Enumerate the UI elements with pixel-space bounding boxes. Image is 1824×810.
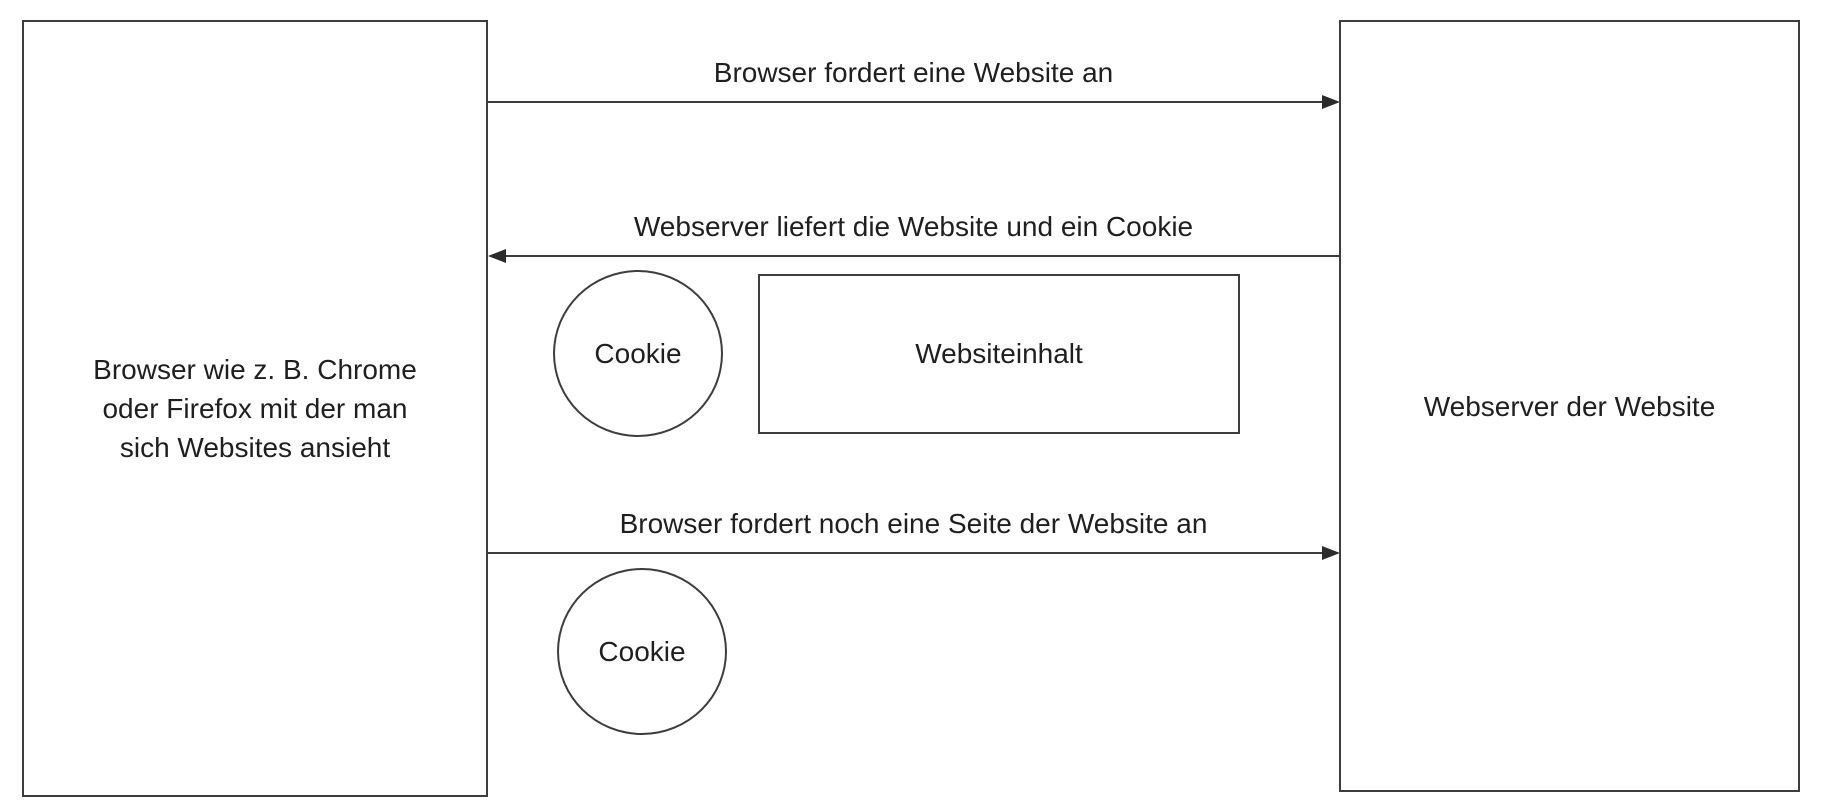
webserver-node: Webserver der Website (1339, 20, 1800, 792)
browser-node: Browser wie z. B. Chrome oder Firefox mi… (22, 20, 488, 797)
request-arrow-1-head-icon (1322, 95, 1340, 109)
cookie-shape-1: Cookie (553, 270, 723, 437)
webserver-node-label: Webserver der Website (1423, 390, 1716, 422)
arrow-label-deliver-website-cookie: Webserver liefert die Website und ein Co… (633, 211, 1194, 242)
arrow-label-request-website: Browser fordert eine Website an (713, 57, 1114, 88)
cookie-shape-2: Cookie (557, 568, 727, 735)
cookie-shape-2-label: Cookie (598, 635, 686, 667)
response-arrow-head-icon (488, 249, 506, 263)
websiteinhalt-shape-label: Websiteinhalt (915, 338, 1083, 369)
browser-node-label: Browser wie z. B. Chrome oder Firefox mi… (93, 354, 417, 463)
websiteinhalt-shape: Websiteinhalt (758, 274, 1240, 434)
cookie-shape-1-label: Cookie (594, 337, 682, 369)
arrow-label-request-another-page: Browser fordert noch eine Seite der Webs… (619, 508, 1208, 539)
request-arrow-2-head-icon (1322, 546, 1340, 560)
